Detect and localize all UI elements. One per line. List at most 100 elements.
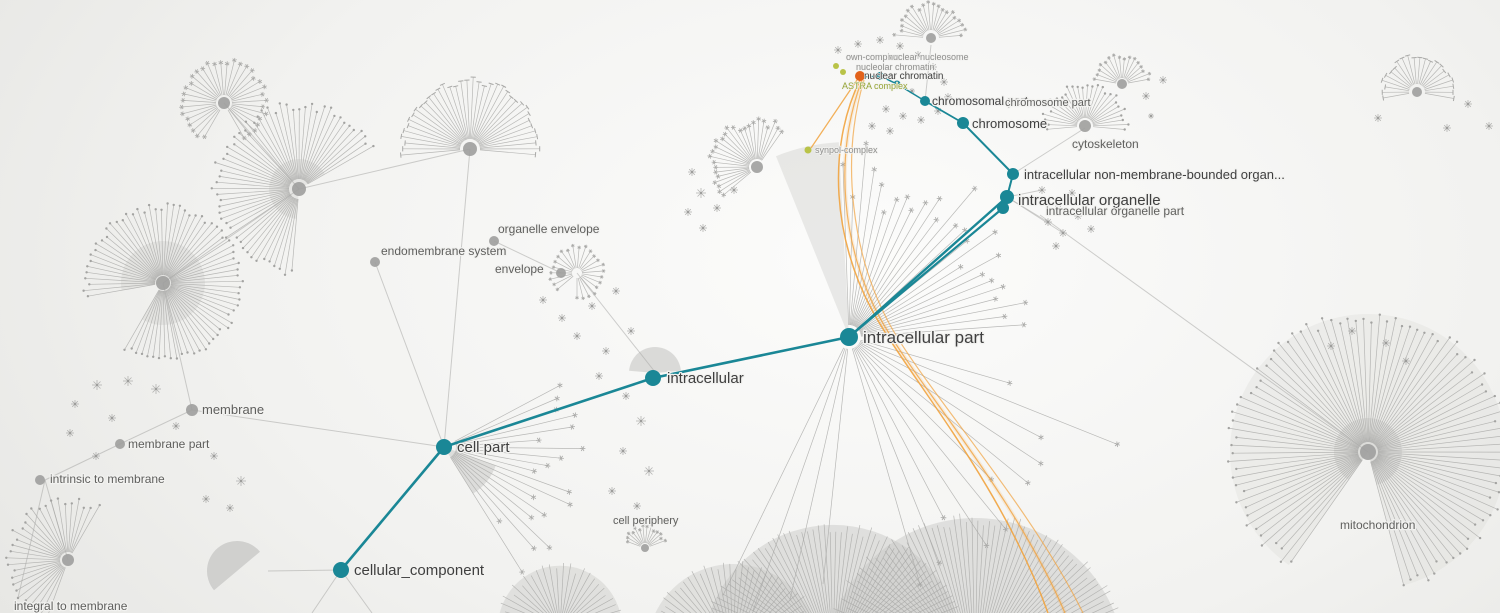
leaf-node-glyph[interactable] (713, 204, 721, 212)
hub-1120[interactable] (1117, 79, 1127, 89)
node-chromatin[interactable] (876, 72, 884, 80)
leaf-node-glyph[interactable] (1044, 218, 1052, 226)
node-chromosome[interactable] (957, 117, 969, 129)
hub-up-center[interactable] (463, 142, 477, 156)
leaf-node-glyph[interactable] (1402, 357, 1410, 365)
node-cell-part[interactable] (436, 439, 452, 455)
leaf-node-glyph[interactable] (210, 452, 218, 460)
label-membrane: membrane (202, 402, 264, 417)
leaf-node-glyph[interactable] (876, 36, 884, 44)
leaf-node-glyph[interactable] (151, 384, 161, 394)
leaf-node-glyph[interactable] (612, 287, 620, 295)
node-endomembrane-system[interactable] (370, 257, 380, 267)
hub-cell-periphery[interactable] (641, 544, 649, 552)
leaf-node-glyph[interactable] (595, 372, 603, 380)
node-intracellular-part[interactable] (840, 328, 858, 346)
leaf-node-glyph[interactable] (1038, 186, 1046, 194)
hub-757[interactable] (751, 161, 763, 173)
leaf-node-glyph[interactable] (1052, 242, 1060, 250)
hub-cytoskeleton[interactable] (1079, 120, 1091, 132)
node-envelope[interactable] (556, 268, 566, 278)
leaf-node-glyph[interactable] (1485, 122, 1493, 130)
node-green-1[interactable] (840, 69, 846, 75)
leaf-node-glyph[interactable] (688, 168, 696, 176)
leaf-node-glyph[interactable] (1059, 229, 1067, 237)
node-membrane-part[interactable] (115, 439, 125, 449)
leaf-node-glyph[interactable] (622, 392, 630, 400)
leaf-node-glyph[interactable] (1142, 92, 1150, 100)
leaf-node-glyph[interactable] (696, 188, 706, 198)
node-non-membrane-bounded-organelle[interactable] (1007, 168, 1019, 180)
leaf-node-glyph[interactable] (588, 302, 596, 310)
leaf-node-glyph[interactable] (172, 422, 180, 430)
node-cellular-component[interactable] (333, 562, 349, 578)
node-organelle-envelope[interactable] (489, 236, 499, 246)
leaf-node-glyph[interactable] (917, 116, 925, 124)
node-highlight-orange[interactable] (855, 71, 865, 81)
leaf-node-glyph[interactable] (730, 186, 738, 194)
label-intracellular-organelle-part: intracellular organelle part (1046, 204, 1185, 218)
leaf-node-glyph[interactable] (929, 63, 937, 71)
leaf-node-glyph[interactable] (882, 105, 890, 113)
leaf-node-glyph[interactable] (940, 78, 948, 86)
leaf-node-glyph[interactable] (1464, 100, 1472, 108)
leaf-node-glyph[interactable] (1443, 124, 1451, 132)
leaf-node-glyph[interactable] (1382, 339, 1390, 347)
leaf-node-glyph[interactable] (1148, 113, 1154, 119)
hub-upper-left[interactable] (292, 182, 306, 196)
hub-topleft[interactable] (218, 97, 230, 109)
leaf-node-glyph[interactable] (644, 466, 654, 476)
leaf-node-glyph[interactable] (573, 332, 581, 340)
node-intracellular[interactable] (645, 370, 661, 386)
leaf-node-glyph[interactable] (834, 46, 842, 54)
leaf-node-glyph[interactable] (944, 93, 952, 101)
leaf-node-glyph[interactable] (633, 502, 641, 510)
leaf-node-glyph[interactable] (1374, 114, 1382, 122)
leaf-node-glyph[interactable] (896, 42, 904, 50)
leaf-node-glyph[interactable] (71, 400, 79, 408)
leaf-node-glyph[interactable] (699, 224, 707, 232)
hub-mitochondrion[interactable] (1360, 444, 1376, 460)
leaf-node-glyph[interactable] (236, 476, 246, 486)
leaf-node-glyph[interactable] (1087, 225, 1095, 233)
leaf-node-glyph[interactable] (1348, 327, 1356, 335)
leaf-node-glyph[interactable] (92, 380, 102, 390)
node-intrinsic-to-membrane[interactable] (35, 475, 45, 485)
leaf-node-glyph[interactable] (619, 447, 627, 455)
hub-bottom-left[interactable] (62, 554, 74, 566)
leaf-node-glyph[interactable] (1159, 76, 1167, 84)
leaf-node-glyph[interactable] (1074, 212, 1082, 220)
leaf-node-glyph[interactable] (226, 504, 234, 512)
leaf-node-glyph[interactable] (123, 376, 133, 386)
leaf-node-glyph[interactable] (868, 122, 876, 130)
leaf-node-glyph[interactable] (602, 347, 610, 355)
leaf-node-glyph[interactable] (899, 112, 907, 120)
node-intracellular-organelle[interactable] (1000, 190, 1014, 204)
node-intracellular-organelle-part[interactable] (997, 202, 1009, 214)
hub-top-930[interactable] (926, 33, 936, 43)
leaf-node-glyph[interactable] (636, 416, 646, 426)
hub-topright[interactable] (1412, 87, 1422, 97)
leaf-node-glyph[interactable] (66, 429, 74, 437)
leaf-node-glyph[interactable] (1068, 189, 1076, 197)
node-green-2[interactable] (833, 63, 839, 69)
leaf-node-glyph[interactable] (914, 51, 922, 59)
leaf-node-glyph[interactable] (684, 208, 692, 216)
leaf-node-glyph[interactable] (92, 452, 100, 460)
leaf-node-glyph[interactable] (886, 127, 894, 135)
node-membrane[interactable] (186, 404, 198, 416)
leaf-node-glyph[interactable] (608, 487, 616, 495)
leaf-node-glyph[interactable] (539, 296, 547, 304)
leaf-node-glyph[interactable] (558, 314, 566, 322)
leaf-node-glyph[interactable] (854, 40, 862, 48)
node-chromatin-sub[interactable] (893, 80, 901, 88)
leaf-node-glyph[interactable] (108, 414, 116, 422)
hub-disk-left[interactable] (156, 276, 170, 290)
leaf-node-glyph[interactable] (1327, 342, 1335, 350)
leaf-node-glyph[interactable] (627, 327, 635, 335)
node-synpol-complex[interactable] (804, 146, 812, 154)
leaf-node-glyph[interactable] (1054, 200, 1062, 208)
leaf-node-glyph[interactable] (202, 495, 210, 503)
node-chromosomal-part[interactable] (920, 96, 930, 106)
